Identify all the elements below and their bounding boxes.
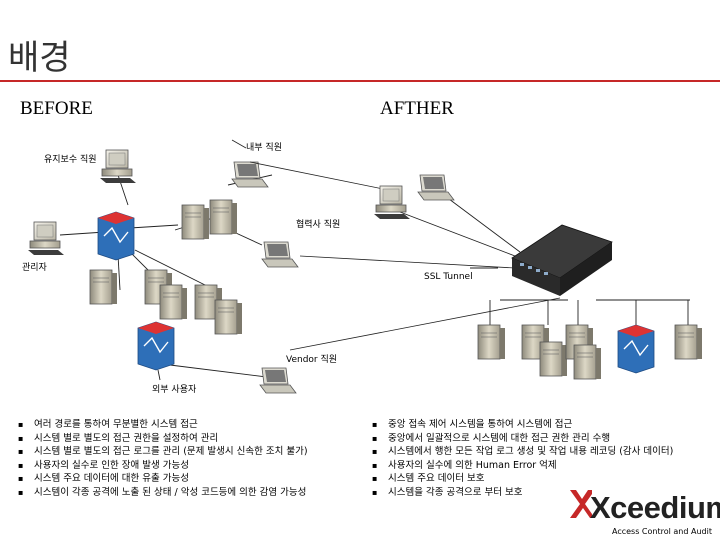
list-item: 시스템에서 행한 모든 작업 로그 생성 및 작업 내용 레코딩 (감사 데이터… <box>370 445 673 459</box>
external-user-label: 외부 사용자 <box>152 385 197 395</box>
title-underline <box>0 80 720 82</box>
before-label: BEFORE <box>20 98 93 119</box>
admin-label: 관리자 <box>22 263 47 273</box>
list-item: 시스템 주요 데이터 보호 <box>370 472 673 486</box>
after-points-list: 중앙 접속 제어 시스템을 통하여 시스템에 접근 중앙에서 일괄적으로 시스템… <box>370 418 673 500</box>
list-item: 중앙에서 일괄적으로 시스템에 대한 접근 권한 관리 수행 <box>370 432 673 446</box>
before-points-list: 여러 경로를 통하여 무분별한 시스템 접근 시스템 별로 별도의 접근 권한을… <box>16 418 308 500</box>
internal-staff-label: 내부 직원 <box>246 143 282 153</box>
list-item: 시스템을 각종 공격으로 부터 보호 <box>370 486 673 500</box>
ssl-tunnel-label: SSL Tunnel <box>424 272 473 282</box>
list-item: 시스템이 각종 공격에 노출 된 상태 / 악성 코드등에 의한 감염 가능성 <box>16 486 308 500</box>
list-item: 중앙 접속 제어 시스템을 통하여 시스템에 접근 <box>370 418 673 432</box>
brand-tagline: Access Control and Audit <box>612 527 712 536</box>
list-item: 여러 경로를 통하여 무분별한 시스템 접근 <box>16 418 308 432</box>
list-item: 시스템 별로 별도의 접근 권한을 설정하여 관리 <box>16 432 308 446</box>
brand-logo-text: Xceedium <box>590 490 720 525</box>
list-item: 시스템 주요 데이터에 대한 유출 가능성 <box>16 472 308 486</box>
gateway-appliance <box>511 224 613 296</box>
slide-title: 배경 <box>8 38 71 78</box>
vendor-staff-label: Vendor 직원 <box>286 355 338 365</box>
list-item: 사용자의 실수에 의한 Human Error 억제 <box>370 459 673 473</box>
after-label: AFTHER <box>380 98 454 119</box>
maintenance-staff-label: 유지보수 직원 <box>44 155 97 165</box>
list-item: 시스템 별로 별도의 접근 로그를 관리 (문제 발생시 신속한 조치 불가) <box>16 445 308 459</box>
operator-staff-label: 협력사 직원 <box>296 220 341 230</box>
list-item: 사용자의 실수로 인한 장애 발생 가능성 <box>16 459 308 473</box>
xceedium-logo-icon <box>570 490 592 518</box>
